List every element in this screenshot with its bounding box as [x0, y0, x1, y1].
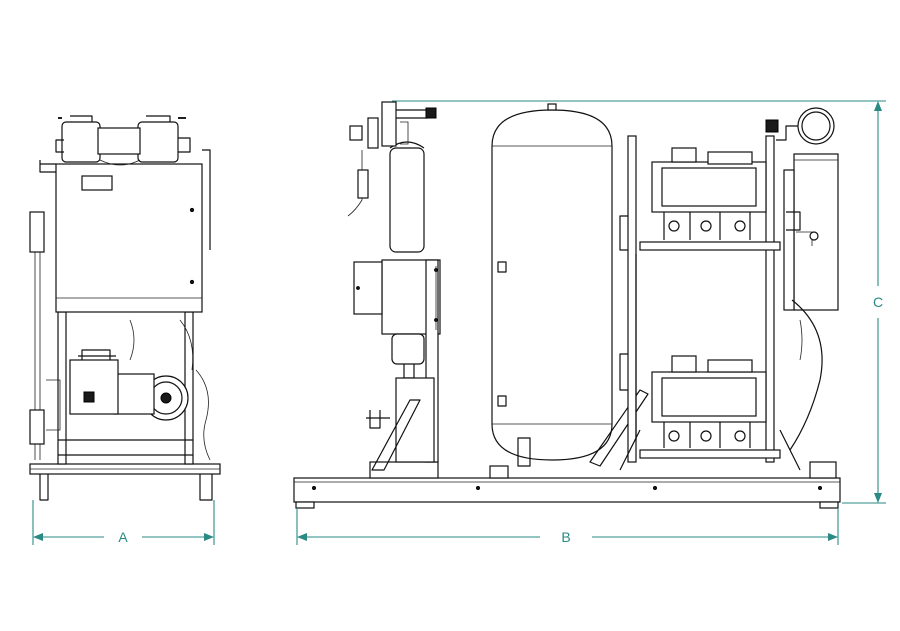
- side-view-filters: [347, 101, 437, 217]
- side-view-upper-pump: [651, 147, 767, 240]
- side-view-lower-pump: [651, 355, 767, 448]
- dimension-a: [32, 500, 215, 545]
- end-view-motor: [29, 211, 211, 461]
- side-view-dryer: [353, 141, 441, 471]
- dimension-label-b: B: [561, 529, 570, 545]
- side-view-base: [293, 461, 841, 509]
- dimension-b: [296, 508, 839, 545]
- dimension-label-a: A: [118, 529, 128, 545]
- end-view-top-pumps: [55, 115, 191, 166]
- dimension-c: [392, 100, 886, 504]
- end-view-enclosure: [39, 149, 211, 313]
- side-view-control-box: [765, 107, 839, 451]
- end-view: [29, 115, 221, 501]
- side-view-receiver-tank: [491, 103, 649, 467]
- end-view-base: [29, 463, 221, 501]
- side-view: [293, 101, 841, 509]
- dimension-label-c: C: [873, 294, 883, 310]
- side-view-compressor-frame: [619, 135, 801, 471]
